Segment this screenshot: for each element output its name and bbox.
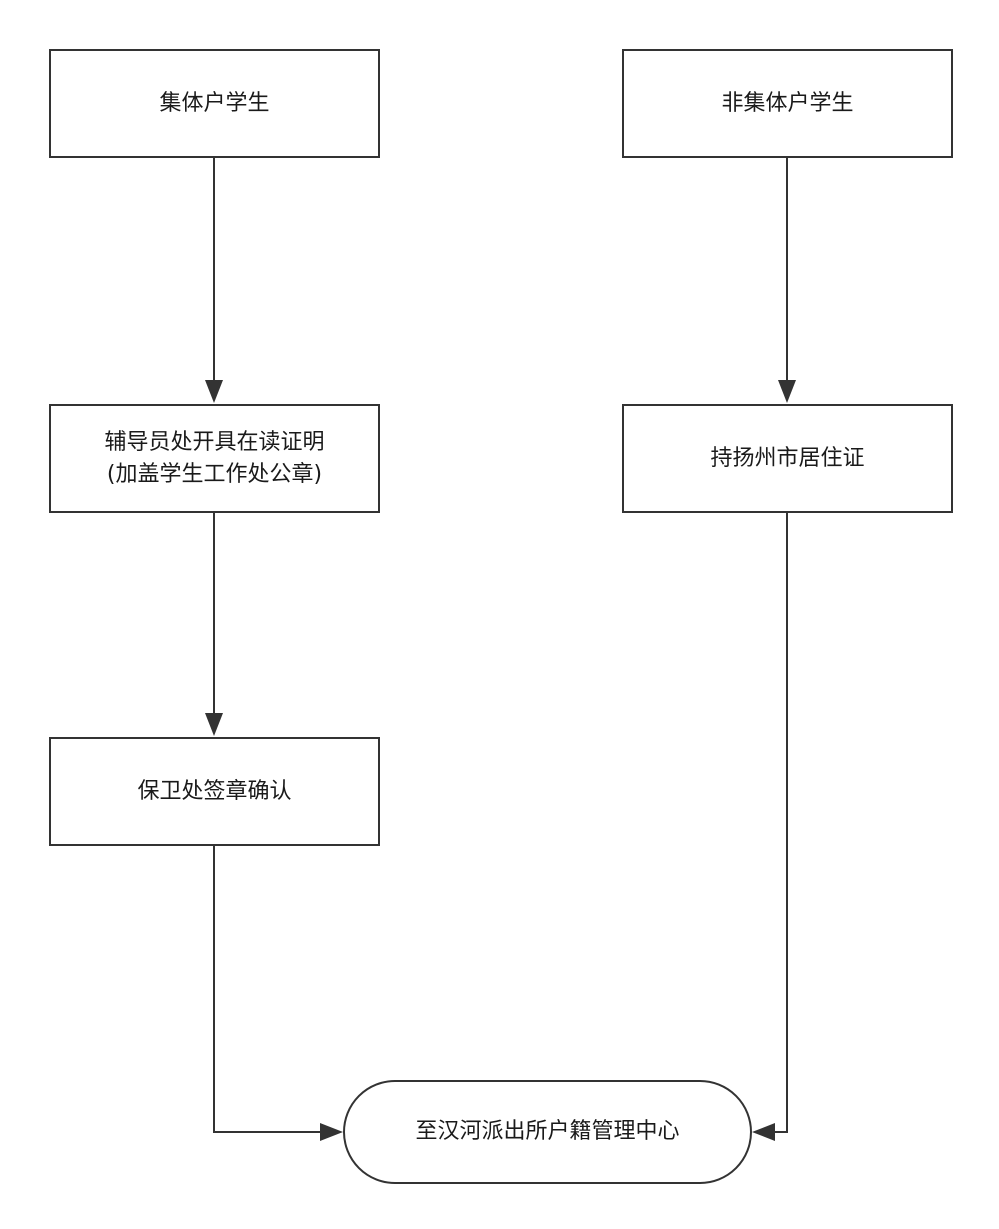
arrowhead-down-security [205,713,223,736]
arrowhead-down-permit [778,380,796,403]
arrowhead-down-counselor [205,380,223,403]
node-collective-students: 集体户学生 [49,49,380,158]
node-yangzhou-residence-permit: 持扬州市居住证 [622,404,953,513]
node-counselor-certificate: 辅导员处开具在读证明 (加盖学生工作处公章) [49,404,380,513]
arrowhead-left-station [752,1123,775,1141]
node-hanhe-police-station: 至汉河派出所户籍管理中心 [343,1080,752,1184]
connector-permit-to-station [771,513,788,1133]
node-security-office-stamp: 保卫处签章确认 [49,737,380,846]
connector-security-to-station [213,846,324,1133]
node-non-collective-students: 非集体户学生 [622,49,953,158]
arrowhead-right-station [320,1123,343,1141]
